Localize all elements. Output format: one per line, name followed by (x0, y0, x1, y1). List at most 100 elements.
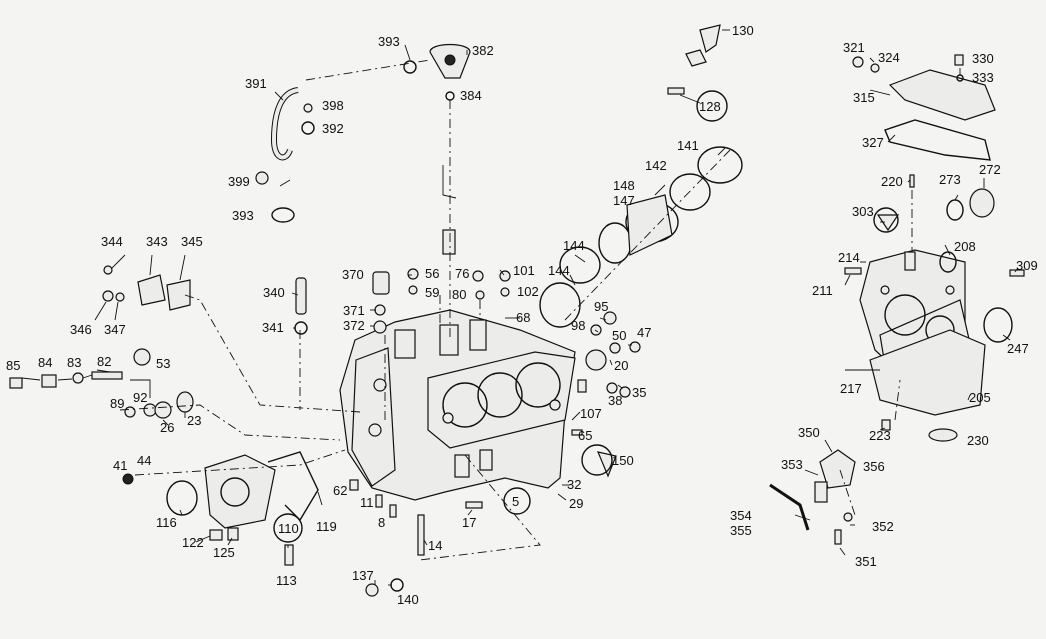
callout-label: 76 (455, 266, 469, 281)
callout-label: 330 (972, 51, 994, 66)
callout-label: 220 (881, 174, 903, 189)
callout-label: 141 (677, 138, 699, 153)
circle-marker (503, 487, 531, 515)
callout-label: 107 (580, 406, 602, 421)
callout-label: 98 (571, 318, 585, 333)
callout-label: 352 (872, 519, 894, 534)
callout-label: 327 (862, 135, 884, 150)
callout-label: 344 (101, 234, 123, 249)
callout-label: 11 (360, 495, 374, 510)
callout-label: 82 (97, 354, 111, 369)
guide-tube (442, 229, 456, 255)
callout-label: 122 (182, 535, 204, 550)
callout-label: 95 (594, 299, 608, 314)
callout-label: 85 (6, 358, 20, 373)
callout-label: 351 (855, 554, 877, 569)
callout-label: 32 (567, 477, 581, 492)
callout-label: 393 (378, 34, 400, 49)
callout-label: 372 (343, 318, 365, 333)
callout-label: 353 (781, 457, 803, 472)
callout-label: 116 (156, 515, 177, 530)
callout-label: 324 (878, 50, 900, 65)
callout-label: 29 (569, 496, 583, 511)
callout-label: 343 (146, 234, 168, 249)
circled-markers (273, 90, 899, 543)
hose-391 (270, 87, 299, 161)
callout-label: 38 (608, 393, 622, 408)
callout-label: 355 (730, 523, 752, 538)
engine-block (339, 309, 576, 501)
cylinder-liner-group (539, 146, 743, 328)
callout-label: 144 (563, 238, 585, 253)
callout-label: 341 (262, 320, 284, 335)
callout-label: 17 (462, 515, 476, 530)
callout-labels: 130 393 382 128 321 324 330 333 315 391 … (6, 23, 1038, 607)
callout-label: 214 (838, 250, 860, 265)
parts-layer (9, 24, 1025, 597)
callout-label: 223 (869, 428, 891, 443)
callout-label: 53 (156, 356, 170, 371)
callout-label: 356 (863, 459, 885, 474)
callout-label: 35 (632, 385, 646, 400)
circle-marker (581, 444, 613, 476)
callout-label: 391 (245, 76, 267, 91)
callout-label: 65 (578, 428, 592, 443)
circle-marker (873, 207, 899, 233)
callout-label: 140 (397, 592, 419, 607)
callout-label: 144 (548, 263, 570, 278)
callout-label: 83 (67, 355, 81, 370)
callout-label: 315 (853, 90, 875, 105)
callout-label: 68 (516, 310, 530, 325)
gasket-327 (884, 119, 991, 161)
callout-label: 56 (425, 266, 439, 281)
callout-label: 382 (472, 43, 494, 58)
callout-label: 119 (316, 519, 337, 534)
callout-label: 354 (730, 508, 752, 523)
callout-label: 303 (852, 204, 874, 219)
callout-label: 62 (333, 483, 347, 498)
callout-label: 309 (1016, 258, 1038, 273)
callout-label: 247 (1007, 341, 1029, 356)
callout-label: 371 (343, 303, 365, 318)
callout-label: 272 (979, 162, 1001, 177)
callout-label: 208 (954, 239, 976, 254)
callout-label: 321 (843, 40, 865, 55)
top-cover (888, 69, 996, 121)
callout-label: 8 (378, 515, 385, 530)
callout-label: 399 (228, 174, 250, 189)
circle-marker (696, 90, 728, 122)
callout-label: 47 (637, 325, 651, 340)
callout-label: 347 (104, 322, 126, 337)
callout-label: 92 (133, 390, 147, 405)
callout-label: 392 (322, 121, 344, 136)
callout-label: 230 (967, 433, 989, 448)
callout-label: 147 (613, 193, 635, 208)
callout-label: 393 (232, 208, 254, 223)
callout-label: 333 (972, 70, 994, 85)
callout-label: 26 (160, 420, 174, 435)
callout-label: 384 (460, 88, 482, 103)
callout-label: 89 (110, 396, 124, 411)
callout-label: 142 (645, 158, 667, 173)
callout-label: 84 (38, 355, 52, 370)
callout-label: 150 (612, 453, 634, 468)
callout-label: 211 (812, 283, 833, 298)
rear-cover (869, 329, 986, 416)
callout-label: 113 (276, 573, 297, 588)
callout-label: 128 (699, 99, 721, 114)
callout-label: 130 (732, 23, 754, 38)
callout-label: 20 (614, 358, 628, 373)
leader-lines (21, 29, 1019, 586)
callout-label: 137 (352, 568, 374, 583)
callout-label: 41 (113, 458, 127, 473)
callout-label: 205 (969, 390, 991, 405)
callout-label: 125 (213, 545, 235, 560)
callout-label: 44 (137, 453, 151, 468)
callout-label: 398 (322, 98, 344, 113)
callout-label: 350 (798, 425, 820, 440)
callout-label: 370 (342, 267, 364, 282)
callout-label: 346 (70, 322, 92, 337)
callout-label: 110 (278, 521, 299, 536)
callout-label: 340 (263, 285, 285, 300)
callout-label: 273 (939, 172, 961, 187)
